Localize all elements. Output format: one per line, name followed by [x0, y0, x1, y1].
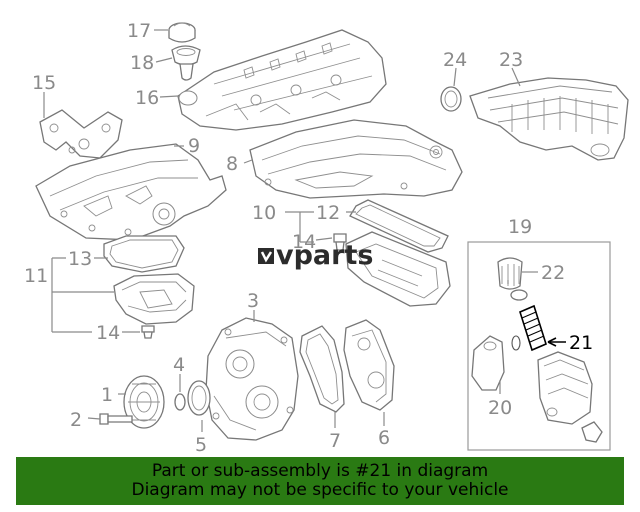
- part-13-gasket: [103, 235, 185, 273]
- banner-line-2: Diagram may not be specific to your vehi…: [131, 480, 509, 500]
- callout-17[interactable]: 17: [127, 20, 151, 42]
- part-15-engine-bracket: [39, 109, 123, 159]
- callout-14-lower[interactable]: 14: [96, 322, 120, 344]
- vparts-watermark-logo: vparts: [258, 240, 373, 271]
- part-16-valve-cover: [177, 29, 387, 131]
- leader-lines: [43, 29, 566, 432]
- part-2-pulley-bolt: [99, 413, 133, 425]
- part-22-filter-cap: [497, 257, 528, 301]
- callout-1[interactable]: 1: [101, 384, 113, 406]
- part-10-lower-pan: [345, 231, 451, 307]
- part-20-filter-housing: [471, 335, 603, 443]
- callout-5[interactable]: 5: [195, 434, 207, 456]
- part-11-oil-pan: [113, 273, 195, 325]
- callout-14-upper[interactable]: 14: [292, 231, 316, 253]
- part-14-drain-plug-upper: [333, 233, 347, 251]
- part-24-seal-ring: [440, 86, 462, 112]
- part-17-oil-filler-cap: [168, 22, 196, 43]
- callout-20[interactable]: 20: [488, 397, 512, 419]
- callout-21-highlighted[interactable]: 21: [569, 332, 593, 354]
- part-21-oil-filter-element: [511, 304, 547, 352]
- callout-11[interactable]: 11: [24, 265, 48, 287]
- callout-8[interactable]: 8: [226, 153, 238, 175]
- callout-16[interactable]: 16: [135, 87, 159, 109]
- callout-22[interactable]: 22: [541, 262, 565, 284]
- callout-18[interactable]: 18: [130, 52, 154, 74]
- sub-assembly-19-box: [467, 241, 611, 451]
- part-9-upper-oil-pan: [35, 143, 227, 241]
- part-14-drain-plug-lower: [141, 325, 155, 339]
- callout-6[interactable]: 6: [378, 427, 390, 449]
- watermark-text: vparts: [276, 240, 373, 271]
- callout-12[interactable]: 12: [316, 202, 340, 224]
- part-6-cover-plate: [343, 319, 395, 411]
- part-1-crankshaft-pulley: [123, 375, 165, 429]
- info-banner: Part or sub-assembly is #21 in diagram D…: [16, 457, 624, 505]
- part-5-front-seal: [187, 380, 211, 416]
- callout-2[interactable]: 2: [70, 409, 82, 431]
- callout-23[interactable]: 23: [499, 49, 523, 71]
- callout-24[interactable]: 24: [443, 49, 467, 71]
- callout-19[interactable]: 19: [508, 216, 532, 238]
- callout-15[interactable]: 15: [32, 72, 56, 94]
- callout-10[interactable]: 10: [252, 202, 276, 224]
- part-7-cover-gasket: [299, 325, 345, 413]
- part-23-intake-manifold: [469, 77, 629, 161]
- callout-13[interactable]: 13: [68, 248, 92, 270]
- callout-9[interactable]: 9: [188, 135, 200, 157]
- part-18-filler-neck: [171, 45, 201, 81]
- callout-7[interactable]: 7: [329, 430, 341, 452]
- callout-4[interactable]: 4: [173, 354, 185, 376]
- part-8-oil-pan-lower: [249, 119, 463, 199]
- part-12-oil-pan-gasket: [349, 199, 449, 253]
- part-3-timing-cover: [205, 317, 299, 441]
- banner-line-1: Part or sub-assembly is #21 in diagram: [151, 461, 489, 481]
- callouts: 17 18 16 15 9 8 24 23 10 12 14 13 11 14 …: [24, 20, 593, 456]
- callout-3[interactable]: 3: [247, 290, 259, 312]
- part-4-washer: [174, 393, 186, 411]
